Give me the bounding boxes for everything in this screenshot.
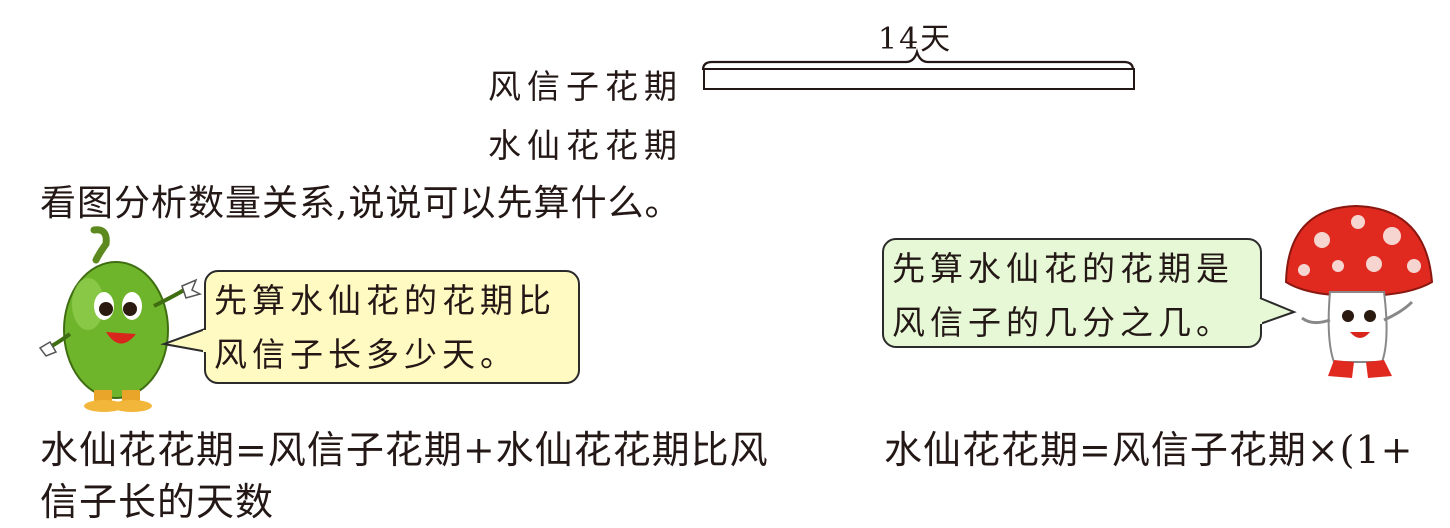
brace-icon (701, 48, 1135, 71)
left-bubble-line-1: 先算水仙花的花期比 (214, 281, 556, 320)
right-bubble-tail-cover (1256, 300, 1262, 324)
right-bubble-tail (1259, 297, 1297, 325)
right-bubble-line-2: 风信子的几分之几。 (892, 303, 1234, 342)
left-bubble-line-2: 风信子长多少天。 (214, 335, 518, 374)
formula-left: 水仙花花期=风信子花期+水仙花花期比风 信子长的天数 (40, 424, 769, 528)
pepper-character-icon (38, 226, 203, 412)
left-speech-bubble: 先算水仙花的花期比 风信子长多少天。 (204, 270, 580, 384)
left-bubble-tail (160, 327, 209, 353)
narcissus-row-label: 水仙花花期 (488, 126, 683, 165)
formula-left-line-2: 信子长的天数 (40, 480, 275, 524)
mushroom-character-icon (1284, 204, 1434, 378)
hyacinth-row-label: 风信子花期 (488, 67, 683, 106)
question-prompt: 看图分析数量关系,说说可以先算什么。 (40, 183, 682, 224)
right-speech-bubble: 先算水仙花的花期是 风信子的几分之几。 (882, 238, 1262, 348)
total-days-label: 14天 (878, 22, 953, 57)
right-bubble-line-1: 先算水仙花的花期是 (892, 249, 1234, 288)
hyacinth-segment (703, 68, 1135, 90)
formula-left-line-1: 水仙花花期=风信子花期+水仙花花期比风 (40, 428, 769, 472)
left-bubble-tail-cover (203, 330, 208, 352)
formula-right: 水仙花花期=风信子花期×(1+ (884, 428, 1414, 472)
